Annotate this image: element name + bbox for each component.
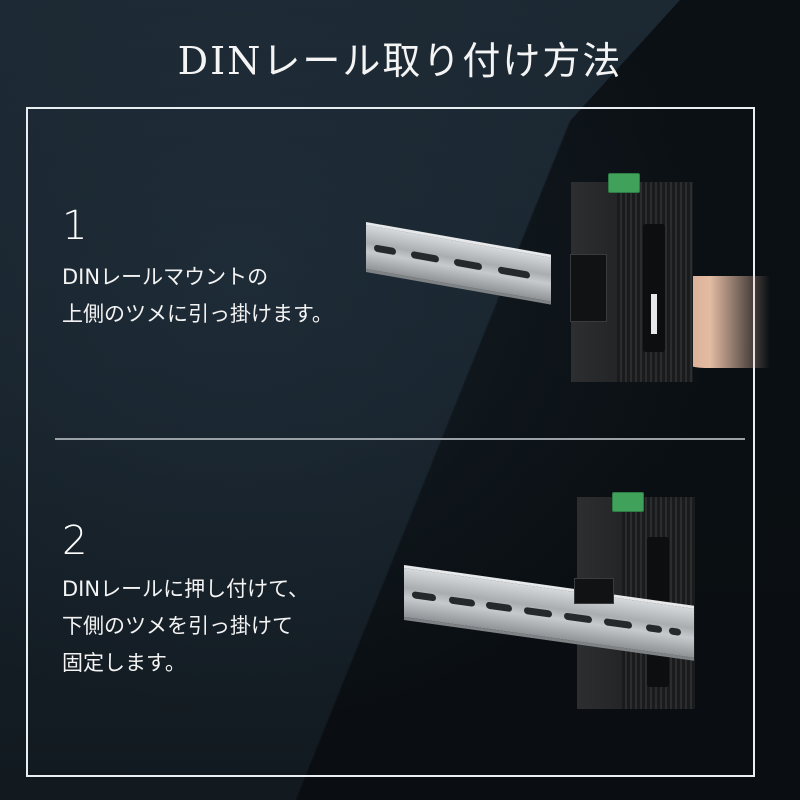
section-divider — [55, 438, 745, 440]
rail-slot — [374, 244, 396, 256]
terminal-block — [608, 173, 640, 193]
rail-slot — [669, 627, 681, 636]
terminal-block — [612, 492, 644, 512]
rail-slot — [454, 258, 482, 271]
rail-slot — [412, 591, 436, 602]
device-label-strip — [651, 294, 657, 334]
rail-slot — [604, 618, 632, 630]
step-2-number: 2 — [62, 518, 88, 564]
content-frame — [26, 107, 755, 777]
page-title: DINレール取り付け方法 — [177, 39, 623, 83]
din-mount-clip — [570, 254, 607, 322]
rail-slot — [646, 624, 662, 634]
rail-slot — [449, 596, 475, 607]
din-mount-clip — [574, 578, 614, 604]
step-2-description: DINレールに押し付けて、 下側のツメを引っ掛けて 固定します。 — [62, 577, 310, 675]
device-label — [643, 224, 665, 352]
step-1-number: 1 — [62, 203, 88, 249]
rail-slot — [486, 601, 512, 613]
step-1-description: DINレールマウントの 上側のツメに引っ掛けます。 — [62, 265, 333, 326]
rail-slot — [498, 266, 530, 279]
rail-slot — [411, 250, 439, 263]
rail-slot — [524, 606, 552, 618]
rail-slot — [564, 612, 592, 624]
